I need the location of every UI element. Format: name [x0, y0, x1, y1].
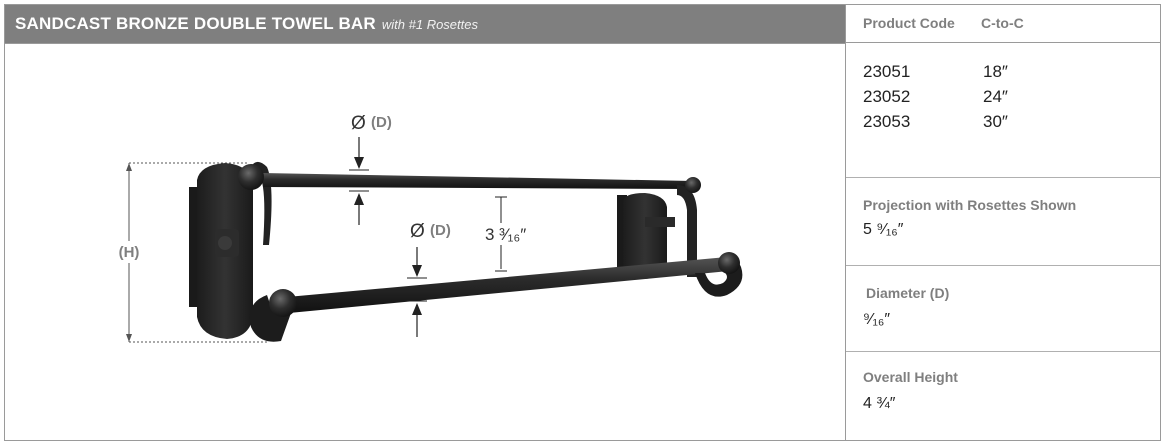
product-diagram: (H) — [5, 45, 845, 440]
lower-diameter-symbol: Ø — [410, 221, 425, 242]
spec-divider — [846, 177, 1160, 178]
product-code: 23051 — [863, 62, 911, 81]
left-rosette — [189, 163, 253, 339]
upper-diameter-symbol: Ø — [351, 113, 366, 134]
ctoc-value: 30″ — [983, 112, 1008, 131]
ctoc-header: C-to-C — [981, 15, 1024, 31]
spacing-label: 3 ³⁄₁₆″ — [485, 225, 526, 244]
height-label: (H) — [119, 244, 140, 261]
height-dimension: (H) — [113, 162, 267, 343]
table-row: 23052 24″ — [863, 84, 1063, 109]
lower-diameter-letter: (D) — [430, 222, 451, 239]
product-subtitle: with #1 Rosettes — [381, 16, 478, 32]
table-row: 23053 30″ — [863, 109, 1063, 134]
height-value: 4 ¾″ — [863, 395, 896, 412]
projection-label: Projection with Rosettes Shown — [863, 197, 1077, 213]
upper-diameter-letter: (D) — [371, 114, 392, 131]
height-label: Overall Height — [863, 369, 958, 385]
towel-bar-drawing: (H) — [113, 113, 743, 343]
spec-panel: Product Code C-to-C 23051 18″ 23052 24″ … — [846, 5, 1160, 440]
lower-bar — [249, 252, 743, 342]
column-divider — [845, 5, 846, 440]
right-rosette — [617, 193, 675, 279]
diameter-value: ⁹⁄₁₆″ — [863, 311, 891, 328]
product-code: 23052 — [863, 87, 911, 106]
title-bar: SANDCAST BRONZE DOUBLE TOWEL BAR with #1… — [5, 5, 845, 43]
table-row: 23051 18″ — [863, 59, 1063, 84]
product-sheet: SANDCAST BRONZE DOUBLE TOWEL BAR with #1… — [4, 4, 1161, 441]
upper-bar — [238, 161, 701, 277]
spec-table-header: Product Code C-to-C — [846, 5, 1160, 43]
product-code: 23053 — [863, 112, 911, 131]
title-divider — [5, 43, 845, 44]
spacing-dimension: 3 ³⁄₁₆″ — [479, 196, 537, 272]
product-code-table: 23051 18″ 23052 24″ 23053 30″ — [863, 59, 1063, 134]
product-code-header: Product Code — [863, 15, 955, 31]
upper-diameter-dimension: Ø (D) — [349, 113, 392, 225]
lower-diameter-dimension: Ø (D) — [407, 221, 451, 337]
product-title: SANDCAST BRONZE DOUBLE TOWEL BAR — [15, 14, 376, 33]
spec-divider — [846, 351, 1160, 352]
spec-divider — [846, 265, 1160, 266]
projection-value: 5 ⁹⁄₁₆″ — [863, 221, 904, 238]
diameter-label: Diameter (D) — [866, 285, 950, 301]
ctoc-value: 18″ — [983, 62, 1008, 81]
ctoc-value: 24″ — [983, 87, 1008, 106]
